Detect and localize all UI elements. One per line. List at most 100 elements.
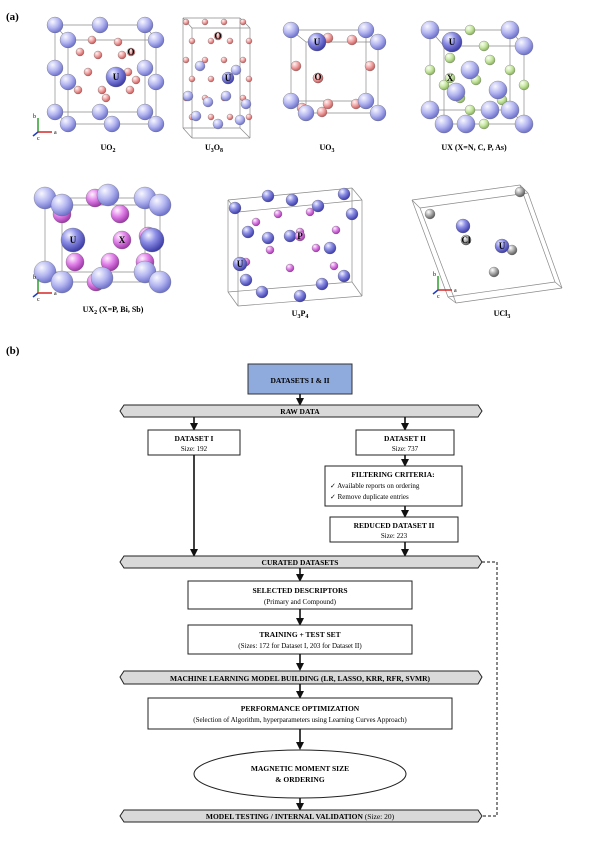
dataset2-title: DATASET II xyxy=(384,434,426,443)
cell-edge xyxy=(455,287,563,304)
uranium-atom xyxy=(59,73,77,91)
uranium-atom-labeled xyxy=(494,238,510,254)
oxygen-atom xyxy=(207,75,215,83)
uranium-atom xyxy=(297,104,315,122)
uranium-atom xyxy=(50,193,74,217)
filter-item-duplicates: ✓ Remove duplicate entries xyxy=(330,493,409,501)
oxygen-atom xyxy=(245,75,253,83)
p-atom xyxy=(305,207,315,217)
uranium-atom xyxy=(500,100,520,120)
dataset1-box xyxy=(147,429,241,456)
uranium-atom xyxy=(345,207,359,221)
uranium-atom xyxy=(420,100,440,120)
oxygen-atom xyxy=(245,37,253,45)
uranium-atom xyxy=(147,31,165,49)
oxygen-atom xyxy=(220,56,228,64)
chlorine-atom-labeled xyxy=(460,234,472,246)
dataset2-size: Size: 737 xyxy=(392,445,419,453)
reduced-box xyxy=(329,516,459,543)
uranium-atom xyxy=(91,16,109,34)
uranium-label: U xyxy=(314,37,321,47)
cell-edge xyxy=(447,296,457,304)
testing-label: MODEL TESTING / INTERNAL VALIDATION (Siz… xyxy=(206,812,395,821)
x-atom xyxy=(478,40,490,52)
magnetic-line2: & ORDERING xyxy=(275,775,325,784)
uranium-atom-labeled xyxy=(60,227,86,253)
uranium-atom xyxy=(59,31,77,49)
uranium-atom xyxy=(136,103,154,121)
raw-data-label: RAW DATA xyxy=(280,407,320,416)
uranium-label: U xyxy=(237,259,244,269)
cell-edge xyxy=(227,291,239,307)
axis-b-label: b xyxy=(33,114,36,120)
uranium-atom xyxy=(202,96,214,108)
chlorine-label: Cl xyxy=(462,235,471,245)
training-title: TRAINING + TEST SET xyxy=(259,630,340,639)
uranium-atom xyxy=(446,82,466,102)
uranium-atom xyxy=(96,183,120,207)
start-label: DATASETS I & II xyxy=(270,376,329,385)
uranium-atom xyxy=(46,16,64,34)
oxygen-atom xyxy=(182,56,190,64)
uranium-atom xyxy=(282,21,300,39)
training-sub: (Sizes: 172 for Dataset I, 203 for Datas… xyxy=(238,642,362,650)
oxygen-atom xyxy=(73,85,83,95)
uranium-atom-labeled xyxy=(441,31,463,53)
axis-b-label: b xyxy=(433,272,436,278)
caption-uo3: UO3 xyxy=(320,143,335,154)
axis-a-label: a xyxy=(54,130,57,136)
uranium-atom xyxy=(136,16,154,34)
caption-uo2: UO2 xyxy=(101,143,116,154)
oxygen-atom xyxy=(226,37,234,45)
oxygen-atom xyxy=(220,18,228,26)
descriptors-sub: (Primary and Compound) xyxy=(264,598,337,606)
training-box xyxy=(187,624,413,655)
uranium-label: U xyxy=(499,241,506,251)
descriptors-title: SELECTED DESCRIPTORS xyxy=(252,586,347,595)
caption-u3p4: U3P4 xyxy=(292,309,309,320)
uranium-atom xyxy=(148,193,172,217)
cell-edge xyxy=(419,192,529,209)
reduced-size: Size: 223 xyxy=(381,532,408,540)
testing-band xyxy=(119,809,483,823)
structure-uo3: UO xyxy=(282,21,387,122)
oxygen-atom xyxy=(101,93,111,103)
uranium-atom xyxy=(488,80,508,100)
uranium-atom xyxy=(182,90,194,102)
uranium-atom-labeled xyxy=(232,256,248,272)
dataset1-title: DATASET I xyxy=(175,434,214,443)
uranium-atom xyxy=(220,90,232,102)
x-atom xyxy=(438,79,450,91)
uranium-atom xyxy=(456,114,476,134)
axis-a-label: a xyxy=(454,288,457,294)
oxygen-atom xyxy=(182,18,190,26)
x-atom xyxy=(484,54,496,66)
uranium-atom xyxy=(148,270,172,294)
dataset2-box xyxy=(355,429,455,456)
x-label: X xyxy=(447,73,454,83)
uranium-label: U xyxy=(113,72,120,82)
ml-label: MACHINE LEARNING MODEL BUILDING (LR, LAS… xyxy=(170,674,431,683)
caption-u3o8: U3O8 xyxy=(205,143,223,154)
x-atom-labeled xyxy=(444,72,456,84)
uranium-atom xyxy=(261,231,275,245)
uranium-atom xyxy=(283,229,297,243)
oxygen-atom xyxy=(290,60,302,72)
x-atom xyxy=(464,24,476,36)
magnetic-ellipse xyxy=(193,749,407,799)
oxygen-label: O xyxy=(127,47,134,57)
oxygen-atom xyxy=(87,35,97,45)
uranium-atom xyxy=(241,225,255,239)
oxygen-atom xyxy=(75,47,85,57)
uranium-label: U xyxy=(70,235,77,245)
chlorine-atom xyxy=(488,266,500,278)
p-atom xyxy=(273,209,283,219)
oxygen-atom xyxy=(346,34,358,46)
p-atom xyxy=(329,261,339,271)
oxygen-atom xyxy=(117,50,127,60)
oxygen-atom xyxy=(188,75,196,83)
p-atom-labeled xyxy=(294,230,306,242)
oxygen-atom xyxy=(245,113,253,121)
oxygen-atom xyxy=(207,37,215,45)
